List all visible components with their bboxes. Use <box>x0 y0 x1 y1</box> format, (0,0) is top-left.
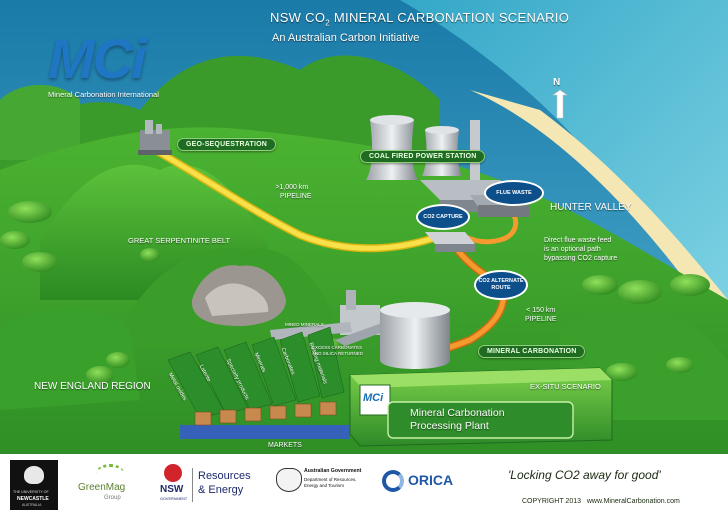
pipeline-long-km: >1,000 km <box>275 184 309 191</box>
copyright: COPYRIGHT 2013 www.MineralCarbonation.co… <box>522 498 680 505</box>
aus-gov-line3: Energy and Tourism <box>304 483 344 488</box>
pipeline-short-word: PIPELINE <box>525 316 557 323</box>
website[interactable]: www.MineralCarbonation.com <box>586 498 680 505</box>
pipeline-short-km: < 150 km <box>526 307 556 314</box>
power-station-label: COAL FIRED POWER STATION <box>360 150 486 163</box>
co2-capture-unit <box>425 232 475 252</box>
hunter-valley-label: HUNTER VALLEY <box>550 202 632 213</box>
pipeline-short-distance: < 150 km PIPELINE <box>525 306 557 324</box>
orica-text: ORICA <box>408 472 454 488</box>
excess-carbonates-line2: AND SILICA RETURNED <box>312 351 364 356</box>
excess-carbonates-label: EXCESS CARBONATES AND SILICA RETURNED <box>312 345 363 357</box>
direct-flue-line3: bypassing CO2 capture <box>544 255 618 262</box>
copyright-year: COPYRIGHT 2013 <box>522 498 582 505</box>
plant-title-line1: Mineral Carbonation <box>410 407 505 419</box>
nsw-logo: NSW GOVERNMENT Resources & Energy <box>158 462 268 508</box>
title-sub: 2 <box>325 18 330 28</box>
aus-gov-line2: Department of Resources, <box>304 477 357 482</box>
co2-capture-bubble: CO2 CAPTURE <box>416 204 470 230</box>
ocean <box>400 0 728 330</box>
sponsor-footer: THE UNIVERSITY OF NEWCASTLE AUSTRALIA Gr… <box>0 454 728 515</box>
ex-situ-label: EX-SITU SCENARIO <box>530 382 601 391</box>
alt-route-line1: CO2 ALTERNATE <box>478 278 524 284</box>
pipeline-long-highlight <box>152 147 443 251</box>
direct-flue-line1: Direct flue waste feed <box>544 237 612 244</box>
flue-waste-bubble: FLUE WASTE <box>484 180 544 206</box>
product-streams <box>167 326 345 419</box>
newcastle-crest-icon <box>24 466 44 484</box>
co2-capture-text: CO2 CAPTURE <box>423 213 463 220</box>
tree-clusters <box>0 194 710 384</box>
plant-badge: MCi <box>363 392 384 404</box>
aus-gov-line1: Australian Government <box>304 468 362 474</box>
orica-logo: ORICA <box>382 466 462 502</box>
greenmag-logo: GreenMag Group <box>78 464 138 506</box>
nsw-divider <box>192 468 193 502</box>
plant-title-line2: Processing Plant <box>410 420 489 432</box>
title-post: MINERAL CARBONATION SCENARIO <box>330 10 570 25</box>
tagline: 'Locking CO2 away for good' <box>508 468 661 482</box>
mined-minerals-label: MINED MINERALS <box>285 322 324 327</box>
mci-logo-text: MCi <box>48 27 147 90</box>
waratah-icon <box>164 464 182 482</box>
processing-plant <box>349 367 613 447</box>
energy-text: & Energy <box>198 484 244 496</box>
mci-logo-caption: Mineral Carbonation International <box>48 90 159 99</box>
page-title: NSW CO2 MINERAL CARBONATION SCENARIO <box>270 10 569 28</box>
newcastle-line1: THE UNIVERSITY OF <box>13 490 49 494</box>
nsw-government: GOVERNMENT <box>160 497 188 501</box>
coat-of-arms-icon <box>276 468 302 492</box>
direct-flue-note: Direct flue waste feed is an optional pa… <box>544 236 617 263</box>
newcastle-line3: AUSTRALIA <box>22 503 42 507</box>
markets-label: MARKETS <box>268 442 302 449</box>
orica-swirl-icon <box>382 470 404 492</box>
mineral-carbonation-reactor <box>335 290 450 369</box>
pipeline-long-distance: >1,000 km PIPELINE <box>272 183 312 201</box>
excess-carbonates-line1: EXCESS CARBONATES <box>312 345 363 350</box>
resources-text: Resources <box>198 470 251 482</box>
direct-flue-line2: is an optional path <box>544 246 601 253</box>
new-england-label: NEW ENGLAND REGION <box>34 381 151 392</box>
newcastle-logo: THE UNIVERSITY OF NEWCASTLE AUSTRALIA <box>10 460 58 510</box>
mineral-carbonation-label: MINERAL CARBONATION <box>478 345 586 358</box>
greenmag-name: GreenMag <box>78 482 126 493</box>
compass-arrow <box>552 89 568 119</box>
geo-sequestration-label: GEO-SEQUESTRATION <box>177 138 277 151</box>
nsw-text: NSW <box>160 484 184 495</box>
australian-government-logo: Australian Government Department of Reso… <box>276 468 376 508</box>
serpentinite-belt-label: GREAT SERPENTINITE BELT <box>128 236 231 245</box>
greenmag-group: Group <box>104 495 121 501</box>
page-subtitle: An Australian Carbon Initiative <box>272 32 420 44</box>
market-blocks <box>180 401 350 439</box>
rock-highlight <box>205 283 269 316</box>
compass-north: N <box>553 77 561 88</box>
pipeline-long-word: PIPELINE <box>280 193 312 200</box>
greenmag-dots-icon <box>96 464 124 483</box>
title-pre: NSW CO <box>270 10 326 25</box>
newcastle-line2: NEWCASTLE <box>17 496 49 502</box>
flue-waste-text: FLUE WASTE <box>496 189 532 196</box>
geo-sequestration-rig <box>138 120 172 155</box>
conveyor <box>270 322 352 340</box>
mci-logo: MCi <box>48 26 147 91</box>
plant-title: Mineral Carbonation Processing Plant <box>410 407 505 433</box>
alt-route-line2: ROUTE <box>491 285 511 291</box>
front-hill-left <box>0 307 140 410</box>
back-hill-left <box>0 85 80 160</box>
